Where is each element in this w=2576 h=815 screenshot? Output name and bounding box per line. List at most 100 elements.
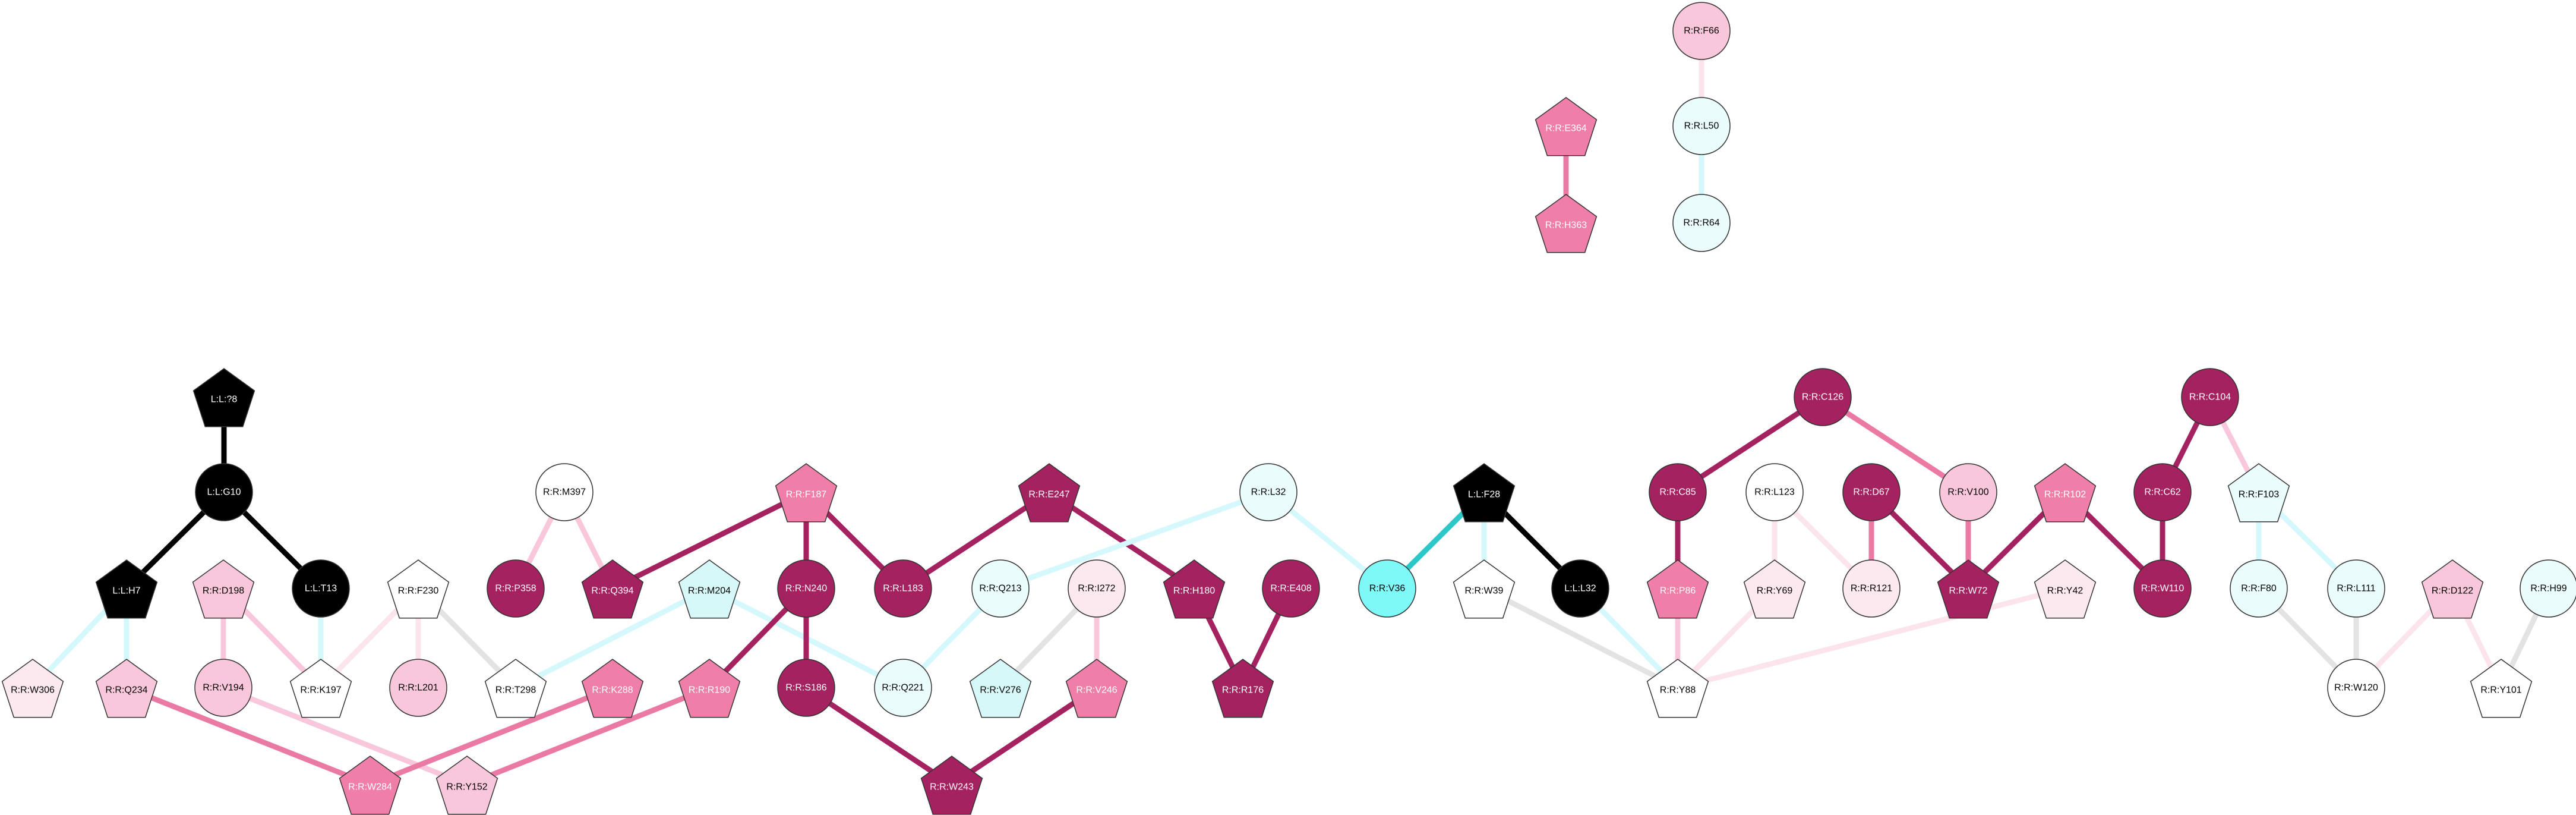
edge-r-r-e247-to-r-r-l183	[900, 489, 1052, 591]
node-r-r-q221[interactable]: R:R:Q221	[874, 659, 932, 717]
node-r-r-y152[interactable]: R:R:Y152	[435, 756, 498, 815]
circle-shape	[1551, 559, 1609, 618]
pentagon-shape	[387, 559, 450, 619]
node-r-r-e364[interactable]: R:R:E364	[1535, 97, 1598, 156]
edge-r-r-y42-to-r-r-y88	[1675, 586, 2068, 691]
node-l-l-f28[interactable]: L:L:F28	[1453, 463, 1516, 523]
node-r-r-v36[interactable]: R:R:V36	[1358, 559, 1416, 618]
node-r-r-y101[interactable]: R:R:Y101	[2470, 659, 2533, 718]
node-r-r-l183[interactable]: R:R:L183	[874, 559, 932, 618]
pentagon-shape	[2034, 463, 2097, 523]
node-r-r-c126[interactable]: R:R:C126	[1794, 368, 1852, 426]
edge-r-r-e247-to-r-r-h180	[1046, 489, 1197, 591]
pentagon-shape	[1646, 659, 1709, 718]
edge-r-r-v194-to-r-r-y152	[220, 685, 470, 788]
circle-shape	[1672, 2, 1731, 60]
node-r-r-w284[interactable]: R:R:W284	[339, 756, 402, 815]
node-r-r-r121[interactable]: R:R:R121	[1842, 559, 1901, 618]
node-r-r-v194[interactable]: R:R:V194	[194, 659, 252, 717]
node-r-r-l201[interactable]: R:R:L201	[389, 659, 447, 717]
node-r-r-v100[interactable]: R:R:V100	[1939, 463, 1997, 521]
circle-shape	[2133, 463, 2192, 521]
pentagon-shape	[2421, 559, 2484, 619]
pentagon-shape	[1018, 463, 1081, 523]
node-r-r-n240[interactable]: R:R:N240	[777, 559, 835, 618]
pentagon-shape	[775, 463, 838, 523]
node-r-r-y69[interactable]: R:R:Y69	[1743, 559, 1806, 619]
node-r-r-f187[interactable]: R:R:F187	[775, 463, 838, 523]
node-r-r-h180[interactable]: R:R:H180	[1163, 559, 1226, 619]
node-l-l-g10[interactable]: L:L:G10	[195, 463, 253, 521]
node-r-r-v246[interactable]: R:R:V246	[1065, 659, 1128, 718]
circle-shape	[1068, 559, 1126, 618]
node-r-r-p86[interactable]: R:R:P86	[1646, 559, 1709, 619]
node-r-r-q394[interactable]: R:R:Q394	[581, 559, 644, 619]
node-r-r-i272[interactable]: R:R:I272	[1068, 559, 1126, 618]
node-r-r-y42[interactable]: R:R:Y42	[2034, 559, 2097, 619]
pentagon-shape	[581, 659, 644, 718]
pentagon-shape	[1646, 559, 1709, 619]
node-r-r-s186[interactable]: R:R:S186	[777, 659, 835, 717]
pentagon-shape	[1453, 559, 1516, 619]
node-r-r-l32[interactable]: R:R:L32	[1239, 463, 1298, 521]
circle-shape	[194, 659, 252, 717]
node-r-r-f230[interactable]: R:R:F230	[387, 559, 450, 619]
node-r-r-d198[interactable]: R:R:D198	[192, 559, 255, 619]
pentagon-shape	[95, 659, 158, 718]
node-r-r-w39[interactable]: R:R:W39	[1453, 559, 1516, 619]
node-r-r-m204[interactable]: R:R:M204	[678, 559, 741, 619]
pentagon-shape	[192, 368, 255, 427]
pentagon-shape	[1065, 659, 1128, 718]
node-r-r-q213[interactable]: R:R:Q213	[971, 559, 1030, 618]
node-r-r-p358[interactable]: R:R:P358	[487, 559, 545, 618]
node-r-r-c62[interactable]: R:R:C62	[2133, 463, 2192, 521]
node-r-r-r64[interactable]: R:R:R64	[1672, 194, 1731, 252]
node-r-r-c104[interactable]: R:R:C104	[2181, 368, 2239, 426]
pentagon-shape	[95, 559, 158, 619]
circle-shape	[1842, 463, 1901, 521]
pentagon-shape	[2227, 463, 2290, 523]
edge-r-r-k288-to-r-r-w284	[367, 685, 615, 788]
pentagon-shape	[1, 659, 64, 718]
node-r-r-d67[interactable]: R:R:D67	[1842, 463, 1901, 521]
circle-shape	[2181, 368, 2239, 426]
node-r-r-l111[interactable]: R:R:L111	[2327, 559, 2385, 618]
circle-shape	[292, 559, 350, 618]
edge-r-r-m204-to-r-r-t298	[513, 586, 712, 691]
circle-shape	[535, 463, 594, 521]
circle-shape	[389, 659, 447, 717]
node-r-r-l50[interactable]: R:R:L50	[1672, 97, 1731, 155]
node-r-r-f80[interactable]: R:R:F80	[2230, 559, 2288, 618]
circle-shape	[777, 559, 835, 618]
edge-r-r-v246-to-r-r-w243	[949, 685, 1100, 788]
node-r-r-l123[interactable]: R:R:L123	[1745, 463, 1804, 521]
node-r-r-w120[interactable]: R:R:W120	[2327, 659, 2385, 717]
node-r-r-k288[interactable]: R:R:K288	[581, 659, 644, 718]
node-l-l-8[interactable]: L:L:?8	[192, 368, 255, 427]
node-r-r-e408[interactable]: R:R:E408	[1262, 559, 1320, 618]
node-r-r-w110[interactable]: R:R:W110	[2133, 559, 2192, 618]
node-r-r-e247[interactable]: R:R:E247	[1018, 463, 1081, 523]
pentagon-shape	[969, 659, 1032, 718]
node-r-r-w243[interactable]: R:R:W243	[920, 756, 983, 815]
node-l-l-l32[interactable]: L:L:L32	[1551, 559, 1609, 618]
circle-shape	[1358, 559, 1416, 618]
node-r-r-h363[interactable]: R:R:H363	[1535, 194, 1598, 253]
node-r-r-f103[interactable]: R:R:F103	[2227, 463, 2290, 523]
circle-shape	[2327, 659, 2385, 717]
circle-shape	[1745, 463, 1804, 521]
node-r-r-q234[interactable]: R:R:Q234	[95, 659, 158, 718]
node-r-r-r176[interactable]: R:R:R176	[1211, 659, 1274, 718]
circle-shape	[874, 559, 932, 618]
node-r-r-d122[interactable]: R:R:D122	[2421, 559, 2484, 619]
pentagon-shape	[678, 659, 741, 718]
node-l-l-t13[interactable]: L:L:T13	[292, 559, 350, 618]
node-r-r-r102[interactable]: R:R:R102	[2034, 463, 2097, 523]
node-r-r-f66[interactable]: R:R:F66	[1672, 2, 1731, 60]
node-r-r-m397[interactable]: R:R:M397	[535, 463, 594, 521]
pentagon-shape	[1211, 659, 1274, 718]
circle-shape	[874, 659, 932, 717]
node-r-r-h99[interactable]: R:R:H99	[2520, 559, 2576, 618]
node-r-r-c85[interactable]: R:R:C85	[1649, 463, 1707, 521]
